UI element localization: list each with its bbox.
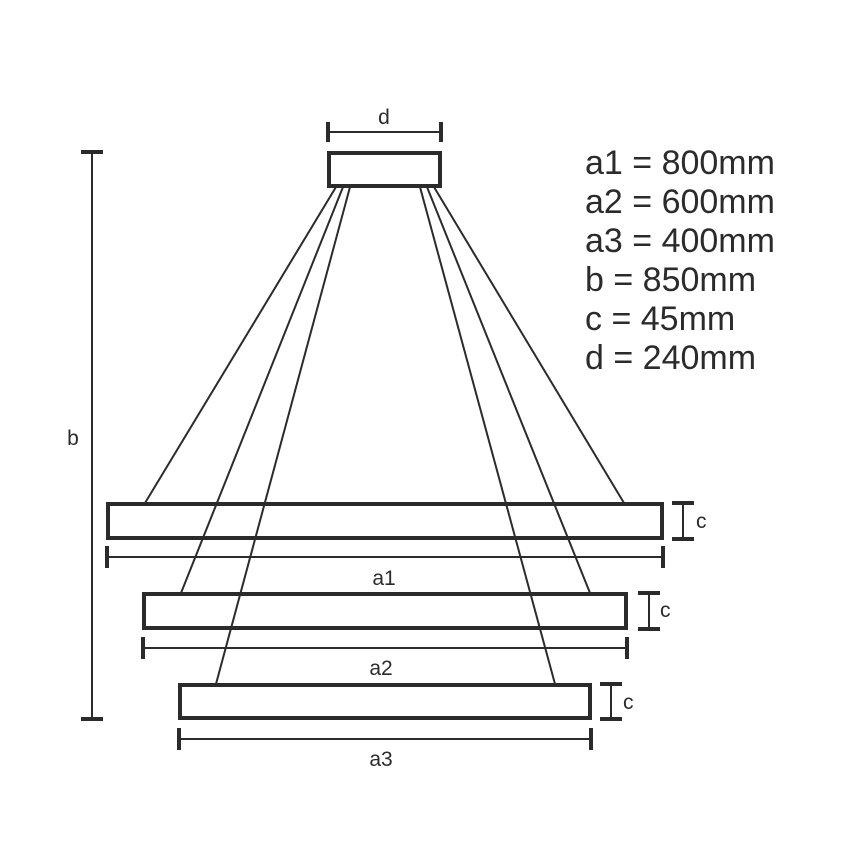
ring-1-body [106, 502, 664, 540]
wire-left-outer [144, 186, 337, 504]
ring-3: a3 c [177, 682, 634, 771]
ring-3-body [178, 683, 592, 720]
ring-2-width-dimension: a2 [141, 637, 629, 680]
suspension-wires [144, 186, 625, 685]
ceiling-canopy [327, 151, 442, 188]
spec-a1: a1 = 800mm [585, 144, 775, 182]
spec-b: b = 850mm [585, 261, 756, 299]
ring-1-height-dimension: c [672, 501, 707, 541]
dim-label-c-2: c [660, 599, 671, 622]
spec-d: d = 240mm [585, 339, 756, 377]
spec-a2: a2 = 600mm [585, 183, 775, 221]
dim-label-a1: a1 [372, 567, 395, 590]
wire-right-inner [419, 186, 556, 685]
wire-right-outer [433, 186, 625, 504]
ring-1: a1 c [105, 501, 707, 590]
wire-left-inner [215, 186, 351, 685]
spec-a3: a3 = 400mm [585, 222, 775, 260]
dim-label-d: d [378, 106, 390, 129]
ring-2: a2 c [141, 591, 671, 680]
dimension-spec-list: a1 = 800mm a2 = 600mm a3 = 400mm b = 850… [585, 144, 775, 377]
dim-label-c-1: c [696, 510, 707, 533]
dim-label-a3: a3 [369, 748, 392, 771]
wire-left-middle [180, 186, 344, 594]
ring-2-body [142, 592, 628, 630]
ring-1-width-dimension: a1 [105, 546, 665, 590]
ring-3-height-dimension: c [600, 682, 634, 721]
dim-label-b: b [67, 427, 79, 450]
overall-height-dimension: b [67, 150, 103, 721]
ring-3-width-dimension: a3 [177, 728, 593, 771]
wire-right-middle [426, 186, 591, 594]
ring-2-height-dimension: c [638, 591, 671, 631]
dim-label-c-3: c [623, 691, 634, 714]
spec-c: c = 45mm [585, 300, 735, 338]
dim-label-a2: a2 [369, 657, 392, 680]
canopy-width-dimension: d [326, 106, 443, 142]
